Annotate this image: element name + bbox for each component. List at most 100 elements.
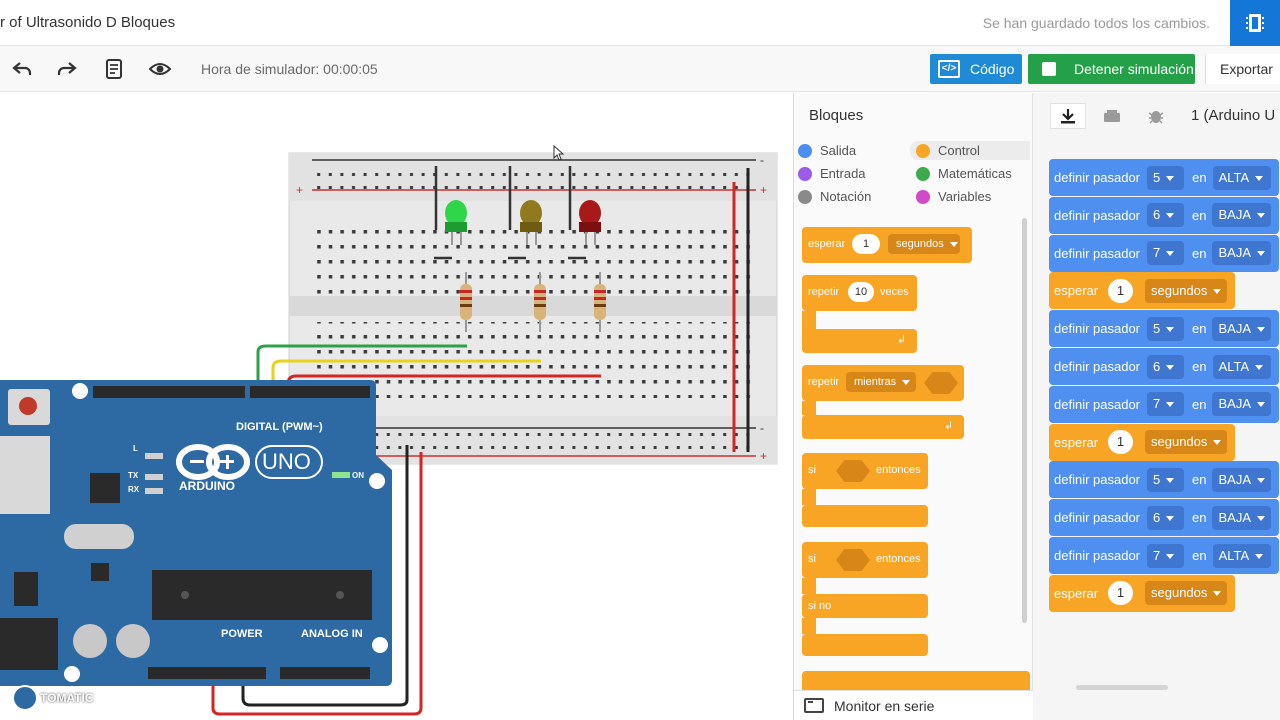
debug-icon[interactable] — [1138, 103, 1174, 129]
wait-unit-dropdown[interactable]: segundos — [1145, 581, 1227, 606]
condition-slot[interactable] — [836, 460, 870, 482]
palette-if-else-block[interactable]: si entonces — [802, 542, 928, 578]
project-title[interactable]: r of Ultrasonido D Bloques — [0, 14, 176, 31]
palette-repeat-block[interactable]: repetir 10 veces — [802, 275, 917, 311]
category-dot-icon — [798, 143, 812, 158]
category-entrada[interactable]: Entrada — [798, 166, 866, 181]
level-value: BAJA — [1218, 320, 1251, 336]
repeat-mode-dropdown[interactable]: mientras — [846, 372, 916, 392]
palette-if-block[interactable]: si entonces — [802, 453, 928, 489]
led-yellow[interactable] — [508, 166, 542, 260]
code-button[interactable]: </> Código — [930, 54, 1022, 84]
resistor[interactable] — [594, 272, 606, 332]
category-control[interactable]: Control — [910, 141, 1030, 160]
wait-value[interactable]: 1 — [852, 234, 880, 254]
block-label: definir pasador — [1054, 170, 1140, 185]
chevron-down-icon — [1257, 402, 1265, 408]
level-value: BAJA — [1218, 207, 1251, 223]
wire-green[interactable] — [256, 344, 467, 392]
code-scrollbar[interactable] — [1076, 685, 1168, 690]
pin-dropdown[interactable]: 5 — [1147, 316, 1185, 341]
category-variables[interactable]: Variables — [916, 189, 991, 204]
category-notacion[interactable]: Notación — [798, 189, 871, 204]
chevron-down-icon — [1255, 553, 1264, 559]
category-label: Salida — [820, 143, 857, 158]
stop-simulation-button[interactable]: Detener simulación — [1028, 54, 1195, 84]
level-dropdown[interactable]: BAJA — [1212, 467, 1271, 492]
serial-monitor-button[interactable]: Monitor en serie — [794, 690, 1033, 720]
pin-dropdown[interactable]: 7 — [1147, 241, 1185, 266]
eye-icon[interactable] — [148, 58, 172, 80]
category-matematicas[interactable]: Matemáticas — [916, 166, 1012, 181]
level-value: ALTA — [1218, 358, 1250, 374]
wait-unit-dropdown[interactable]: segundos — [1145, 278, 1227, 303]
palette-repeat-while-block[interactable]: repetir mientras — [802, 365, 964, 401]
level-dropdown[interactable]: BAJA — [1212, 203, 1271, 228]
resistor[interactable] — [534, 272, 546, 332]
components-panel-button[interactable] — [1230, 0, 1280, 46]
pin-dropdown[interactable]: 6 — [1147, 505, 1185, 530]
level-dropdown[interactable]: ALTA — [1212, 543, 1271, 568]
pin-dropdown[interactable]: 7 — [1147, 392, 1185, 417]
device-selector[interactable]: 1 (Arduino U — [1191, 107, 1276, 124]
level-dropdown[interactable]: BAJA — [1212, 316, 1271, 341]
pin-dropdown[interactable]: 6 — [1147, 354, 1185, 379]
level-dropdown[interactable]: BAJA — [1212, 392, 1271, 417]
block-label: definir pasador — [1054, 472, 1140, 488]
level-dropdown[interactable]: ALTA — [1212, 165, 1271, 190]
palette-partial-block[interactable] — [802, 671, 1030, 691]
pin-dropdown[interactable]: 5 — [1147, 467, 1185, 492]
export-button[interactable]: Exportar — [1205, 54, 1280, 84]
level-value: BAJA — [1218, 245, 1251, 261]
undo-icon[interactable] — [10, 58, 34, 80]
terminal-icon — [804, 698, 824, 713]
wait-value[interactable]: 1 — [1108, 430, 1133, 455]
level-dropdown[interactable]: ALTA — [1212, 354, 1271, 379]
category-salida[interactable]: Salida — [798, 143, 856, 158]
condition-slot[interactable] — [836, 549, 870, 571]
pin-dropdown[interactable]: 6 — [1147, 203, 1185, 228]
if-block-arm — [802, 489, 816, 505]
led-green[interactable] — [434, 166, 467, 260]
pin-value: 5 — [1153, 169, 1161, 185]
arduino-uno-board[interactable] — [0, 380, 392, 711]
circuit-canvas[interactable]: + + + - - — [0, 93, 793, 720]
repeat-count[interactable]: 10 — [848, 282, 874, 302]
wire-5v[interactable] — [211, 452, 423, 716]
level-dropdown[interactable]: BAJA — [1212, 505, 1271, 530]
wire-yellow[interactable] — [271, 359, 541, 392]
wait-unit-dropdown[interactable]: segundos — [888, 234, 960, 254]
redo-icon[interactable] — [55, 58, 79, 80]
wait-value[interactable]: 1 — [1108, 581, 1133, 606]
led-red[interactable] — [568, 166, 601, 260]
condition-slot[interactable] — [924, 372, 958, 394]
resistor[interactable] — [460, 272, 472, 332]
wait-value[interactable]: 1 — [1108, 278, 1133, 303]
chevron-down-icon — [1213, 288, 1222, 294]
loop-arrow-icon: ↲ — [944, 420, 954, 432]
download-icon[interactable] — [1050, 103, 1086, 129]
level-dropdown[interactable]: BAJA — [1212, 241, 1271, 266]
upload-icon[interactable] — [1094, 103, 1130, 129]
pin-dropdown[interactable]: 5 — [1147, 165, 1185, 190]
wire-gnd[interactable] — [241, 445, 409, 707]
level-value: ALTA — [1218, 169, 1250, 185]
pin-dropdown[interactable]: 7 — [1147, 543, 1185, 568]
notes-icon[interactable] — [102, 58, 126, 80]
palette-wait-block[interactable]: esperar 1 segundos — [802, 227, 972, 263]
wait-unit-dropdown[interactable]: segundos — [1145, 430, 1227, 455]
palette-scrollbar[interactable] — [1022, 218, 1027, 623]
